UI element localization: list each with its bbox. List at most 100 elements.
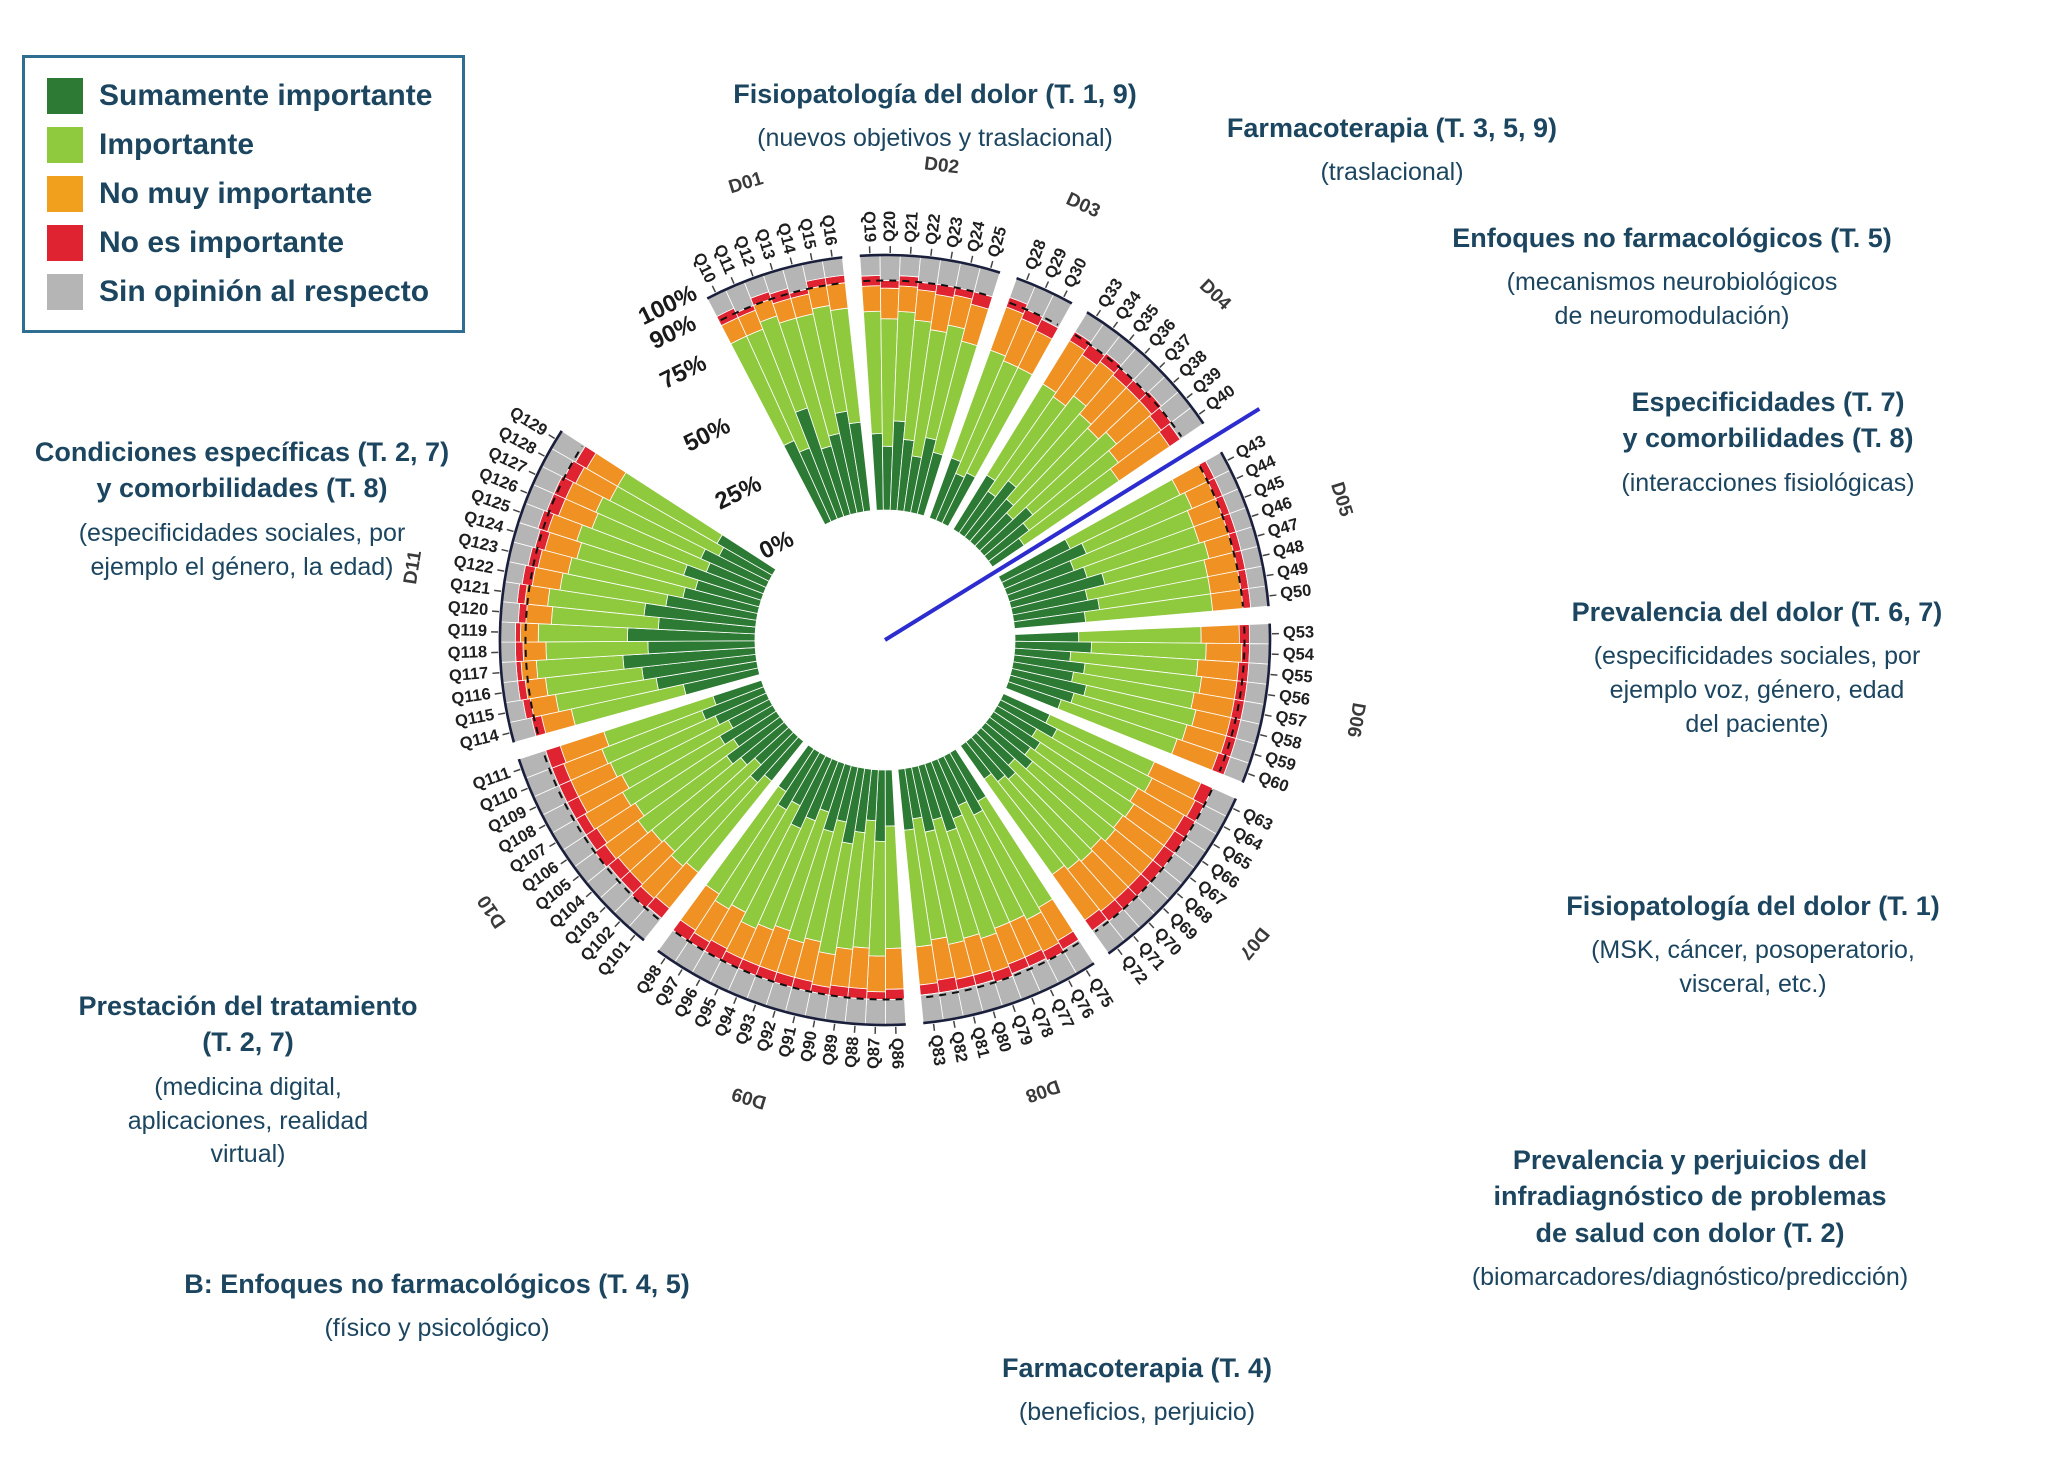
question-tick (506, 528, 514, 533)
domain-label: D02 (923, 153, 960, 178)
question-tick (492, 610, 500, 613)
question-tick (538, 824, 546, 830)
question-tick (1189, 877, 1197, 883)
question-tick (1186, 392, 1193, 399)
chart-annotation-4: Especificidades (T. 7)y comorbilidades (… (1563, 384, 1973, 501)
question-tick (548, 434, 556, 440)
question-label: Q23 (943, 215, 966, 249)
legend-item: No muy importante (47, 176, 432, 212)
question-tick (1031, 997, 1036, 1005)
chart-annotation-1: Fisiopatología del dolor (T. 1, 9) (nuevo… (685, 76, 1185, 156)
bar-segment (844, 997, 867, 1025)
question-label: Q80 (988, 1019, 1014, 1054)
legend-label: Importante (99, 128, 255, 161)
annotation-title: Prestación del tratamiento(T. 2, 7) (78, 991, 418, 1058)
question-tick (599, 906, 606, 913)
question-tick (1257, 533, 1265, 537)
question-tick (497, 712, 506, 716)
legend-label: Sumamente importante (99, 79, 433, 112)
question-tick (494, 589, 502, 593)
bar-segment (514, 641, 524, 662)
question-tick (1233, 807, 1240, 813)
question-label: Q21 (902, 211, 922, 243)
question-label: Q86 (888, 1038, 907, 1070)
chart-annotation-6: Fisiopatología del dolor (T. 1)(MSK, cán… (1533, 888, 1973, 1002)
question-label: Q89 (820, 1033, 842, 1066)
question-tick (501, 548, 509, 552)
question-label: Q22 (923, 213, 945, 246)
question-tick (1044, 281, 1050, 289)
chart-annotation-8: Farmacoterapia (T. 4)(beneficios, perjui… (937, 1350, 1337, 1430)
annotation-subtitle: (nuevos objetivos y traslacional) (757, 124, 1113, 153)
question-tick (1266, 573, 1274, 577)
legend-item: Sumamente importante (47, 78, 432, 114)
annotation-subtitle: (MSK, cáncer, posoperatorio,visceral, et… (1591, 936, 1915, 999)
radial-axis-label: 0% (755, 525, 798, 564)
annotation-subtitle: (físico y psicológico) (324, 1314, 550, 1343)
dashed-90pct-ring (1218, 626, 1246, 772)
question-tick (1270, 673, 1278, 676)
outer-100pct-ring (657, 949, 906, 1027)
bar-segment (1014, 631, 1080, 643)
question-label: Q121 (449, 575, 491, 598)
question-tick (812, 1020, 816, 1028)
bar-segment (885, 947, 905, 990)
question-tick (952, 1020, 956, 1028)
annotation-title: Farmacoterapia (T. 4) (1001, 1353, 1273, 1383)
question-tick (1012, 1005, 1016, 1013)
bar-segment (861, 285, 882, 313)
annotation-title: Especificidades (T. 7)y comorbilidades (… (1622, 387, 1914, 454)
legend-swatch-orange (47, 176, 83, 212)
domain-label: D11 (400, 549, 426, 586)
dashed-90pct-ring (1074, 334, 1183, 437)
radial-axis-label: 50% (680, 412, 735, 457)
question-tick (695, 979, 701, 987)
question-label: Q92 (754, 1019, 780, 1054)
bar-segment (1248, 643, 1271, 665)
question-tick (1128, 334, 1135, 341)
dashed-90pct-ring (922, 942, 1080, 999)
question-tick (1268, 693, 1276, 697)
question-tick (990, 260, 994, 268)
outer-100pct-ring (1016, 276, 1073, 305)
dashed-90pct-ring (1009, 301, 1059, 326)
question-tick (1144, 347, 1151, 354)
question-tick (1068, 980, 1073, 988)
question-tick (1173, 377, 1180, 383)
dashed-90pct-ring (1094, 789, 1213, 933)
question-tick (1213, 843, 1220, 849)
bar-segment (866, 990, 886, 1000)
question-tick (1026, 273, 1031, 281)
question-label: Q54 (1282, 645, 1315, 664)
question-tick (730, 276, 735, 284)
question-tick (792, 1016, 796, 1024)
question-tick (970, 255, 974, 263)
legend-swatch-light-green (47, 127, 83, 163)
question-tick (749, 269, 754, 277)
annotation-title: Fisiopatología del dolor (T. 1, 9) (733, 79, 1137, 109)
bar-segment (1078, 626, 1202, 644)
question-tick (711, 285, 717, 293)
radial-axis-label: 25% (711, 470, 766, 515)
annotation-title: Enfoques no farmacológicos (T. 5) (1452, 223, 1892, 253)
bar-segment (864, 998, 886, 1026)
question-tick (492, 671, 500, 675)
question-tick (1163, 908, 1170, 914)
bar-segment (871, 433, 884, 511)
question-tick (529, 806, 537, 811)
question-label: Q114 (458, 726, 501, 753)
question-tick (494, 692, 502, 695)
question-label: Q53 (1283, 623, 1314, 642)
question-tick (614, 921, 621, 928)
question-label: Q116 (450, 685, 492, 708)
domain-label: D05 (1326, 480, 1356, 520)
outer-100pct-ring (859, 253, 1001, 274)
question-label: Q91 (775, 1025, 800, 1060)
question-tick (1236, 474, 1244, 480)
legend-label: No es importante (99, 226, 345, 259)
annotation-title: B: Enfoques no farmacológicos (T. 4, 5) (184, 1269, 690, 1299)
question-tick (1223, 826, 1231, 831)
